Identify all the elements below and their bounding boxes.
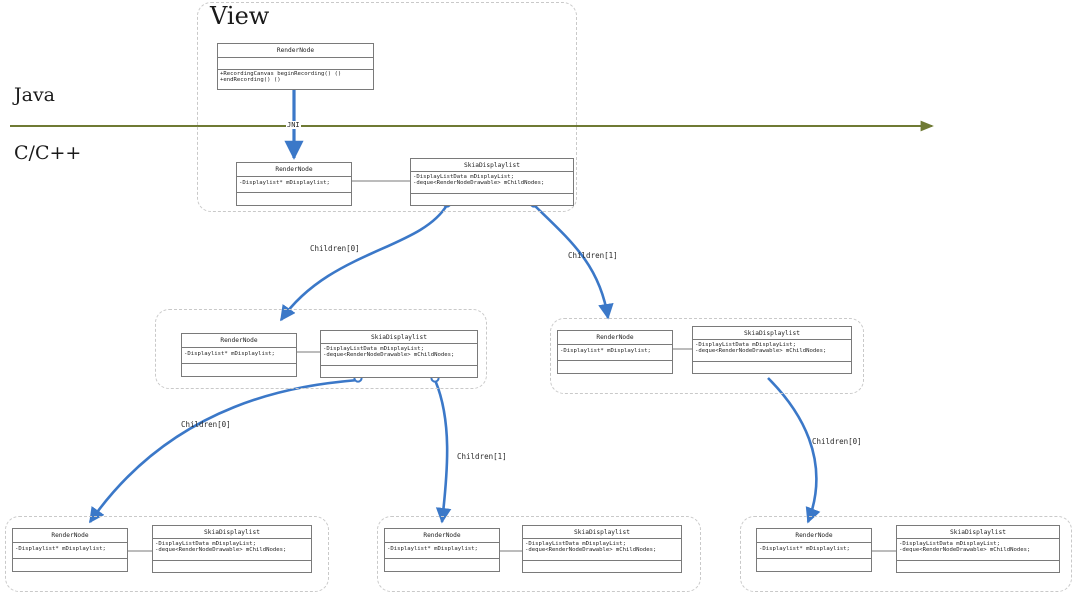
edge-label-children0-root: Children[0] bbox=[310, 244, 360, 253]
class-title: RenderNode bbox=[182, 334, 296, 348]
class-title: RenderNode bbox=[385, 529, 499, 543]
attribute-line: -DisplayListData mDisplayList; bbox=[155, 541, 257, 547]
class-box-render-node-mid-left[interactable]: RenderNode -Displaylist* mDisplaylist; bbox=[181, 333, 297, 377]
class-methods bbox=[153, 561, 311, 572]
class-title: RenderNode bbox=[218, 44, 373, 58]
class-box-skia-mid-left[interactable]: SkiaDisplaylist -DisplayListData mDispla… bbox=[320, 330, 478, 378]
class-title: SkiaDisplaylist bbox=[693, 327, 851, 340]
class-title: SkiaDisplaylist bbox=[321, 331, 477, 344]
class-box-skia-bot-mid[interactable]: SkiaDisplaylist -DisplayListData mDispla… bbox=[522, 525, 682, 573]
attribute-line: -deque<RenderNodeDrawable> mChildNodes; bbox=[413, 180, 545, 187]
edge-label-children1-root: Children[1] bbox=[568, 251, 618, 260]
attribute-line: -Displaylist* mDisplaylist; bbox=[15, 546, 106, 552]
class-attributes bbox=[218, 58, 373, 70]
attribute-line: -deque<RenderNodeDrawable> mChildNodes; bbox=[695, 348, 827, 355]
child0-group bbox=[155, 309, 487, 389]
class-title: RenderNode bbox=[237, 163, 351, 177]
class-box-render-node-bot-right[interactable]: RenderNode -Displaylist* mDisplaylist; bbox=[756, 528, 872, 572]
view-title: View bbox=[210, 2, 270, 30]
class-box-skia-bot-right[interactable]: SkiaDisplaylist -DisplayListData mDispla… bbox=[896, 525, 1060, 573]
class-attributes: -DisplayListData mDisplayList; -deque<Re… bbox=[411, 172, 573, 194]
edge-children0-midright bbox=[767, 377, 821, 524]
class-attributes: -DisplayListData mDisplayList; -deque<Re… bbox=[523, 539, 681, 561]
child1-group bbox=[550, 318, 864, 394]
attribute-line: -DisplayListData mDisplayList; bbox=[695, 342, 797, 348]
attribute-line: -deque<RenderNodeDrawable> mChildNodes; bbox=[525, 547, 657, 554]
attribute-line: -deque<RenderNodeDrawable> mChildNodes; bbox=[155, 547, 287, 554]
class-attributes: -DisplayListData mDisplayList; -deque<Re… bbox=[897, 539, 1059, 561]
edge-label-children0-midright: Children[0] bbox=[812, 437, 862, 446]
class-attributes: -DisplayListData mDisplayList; -deque<Re… bbox=[693, 340, 851, 362]
class-title: SkiaDisplaylist bbox=[153, 526, 311, 539]
class-attributes: -Displaylist* mDisplaylist; bbox=[237, 177, 351, 193]
java-label: Java bbox=[14, 84, 56, 106]
class-box-render-node-java[interactable]: RenderNode +RecordingCanvas beginRecordi… bbox=[217, 43, 374, 90]
class-methods bbox=[897, 561, 1059, 572]
edge-children0-root bbox=[279, 204, 449, 322]
edge-label-children1-midleft: Children[1] bbox=[457, 452, 507, 461]
class-box-render-node-bot-left[interactable]: RenderNode -Displaylist* mDisplaylist; bbox=[12, 528, 128, 572]
class-methods: +RecordingCanvas beginRecording() () +en… bbox=[218, 70, 373, 90]
attribute-line: -DisplayListData mDisplayList; bbox=[899, 541, 1001, 547]
method-line: +endRecording() () bbox=[220, 77, 281, 84]
edge-children1-midleft bbox=[433, 379, 452, 524]
attribute-line: -Displaylist* mDisplaylist; bbox=[387, 546, 478, 552]
attribute-line: -Displaylist* mDisplaylist; bbox=[759, 546, 850, 552]
class-attributes: -Displaylist* mDisplaylist; bbox=[182, 348, 296, 364]
class-attributes: -Displaylist* mDisplaylist; bbox=[558, 345, 672, 361]
class-title: RenderNode bbox=[13, 529, 127, 543]
class-box-skia-bot-left[interactable]: SkiaDisplaylist -DisplayListData mDispla… bbox=[152, 525, 312, 573]
attribute-line: -Displaylist* mDisplaylist; bbox=[239, 180, 330, 186]
class-title: SkiaDisplaylist bbox=[523, 526, 681, 539]
class-box-render-node-root[interactable]: RenderNode -Displaylist* mDisplaylist; bbox=[236, 162, 352, 206]
attribute-line: -DisplayListData mDisplayList; bbox=[525, 541, 627, 547]
class-methods bbox=[321, 366, 477, 377]
edge-children0-midleft bbox=[88, 378, 359, 524]
cpp-label: C/C++ bbox=[14, 142, 82, 164]
class-title: RenderNode bbox=[558, 331, 672, 345]
class-attributes: -DisplayListData mDisplayList; -deque<Re… bbox=[153, 539, 311, 561]
class-methods bbox=[237, 193, 351, 205]
class-methods bbox=[385, 559, 499, 571]
method-line: +RecordingCanvas beginRecording() () bbox=[220, 71, 342, 77]
class-attributes: -Displaylist* mDisplaylist; bbox=[757, 543, 871, 559]
class-methods bbox=[693, 362, 851, 373]
class-box-render-node-bot-mid[interactable]: RenderNode -Displaylist* mDisplaylist; bbox=[384, 528, 500, 572]
class-methods bbox=[182, 364, 296, 376]
class-box-skia-mid-right[interactable]: SkiaDisplaylist -DisplayListData mDispla… bbox=[692, 326, 852, 374]
class-methods bbox=[558, 361, 672, 373]
attribute-line: -DisplayListData mDisplayList; bbox=[323, 346, 425, 352]
class-box-render-node-mid-right[interactable]: RenderNode -Displaylist* mDisplaylist; bbox=[557, 330, 673, 374]
attribute-line: -deque<RenderNodeDrawable> mChildNodes; bbox=[323, 352, 455, 359]
class-box-skia-root[interactable]: SkiaDisplaylist -DisplayListData mDispla… bbox=[410, 158, 574, 206]
class-methods bbox=[523, 561, 681, 572]
class-title: RenderNode bbox=[757, 529, 871, 543]
view-group bbox=[197, 2, 577, 212]
class-methods bbox=[757, 559, 871, 571]
class-title: SkiaDisplaylist bbox=[897, 526, 1059, 539]
edge-children1-root bbox=[533, 204, 614, 320]
attribute-line: -deque<RenderNodeDrawable> mChildNodes; bbox=[899, 547, 1031, 554]
class-methods bbox=[411, 194, 573, 205]
attribute-line: -Displaylist* mDisplaylist; bbox=[560, 348, 651, 354]
class-attributes: -Displaylist* mDisplaylist; bbox=[13, 543, 127, 559]
attribute-line: -Displaylist* mDisplaylist; bbox=[184, 351, 275, 357]
edge-label-children0-midleft: Children[0] bbox=[181, 420, 231, 429]
attribute-line: -DisplayListData mDisplayList; bbox=[413, 174, 515, 180]
class-methods bbox=[13, 559, 127, 571]
class-attributes: -DisplayListData mDisplayList; -deque<Re… bbox=[321, 344, 477, 366]
class-title: SkiaDisplaylist bbox=[411, 159, 573, 172]
jni-label: JNI bbox=[286, 121, 301, 129]
class-attributes: -Displaylist* mDisplaylist; bbox=[385, 543, 499, 559]
